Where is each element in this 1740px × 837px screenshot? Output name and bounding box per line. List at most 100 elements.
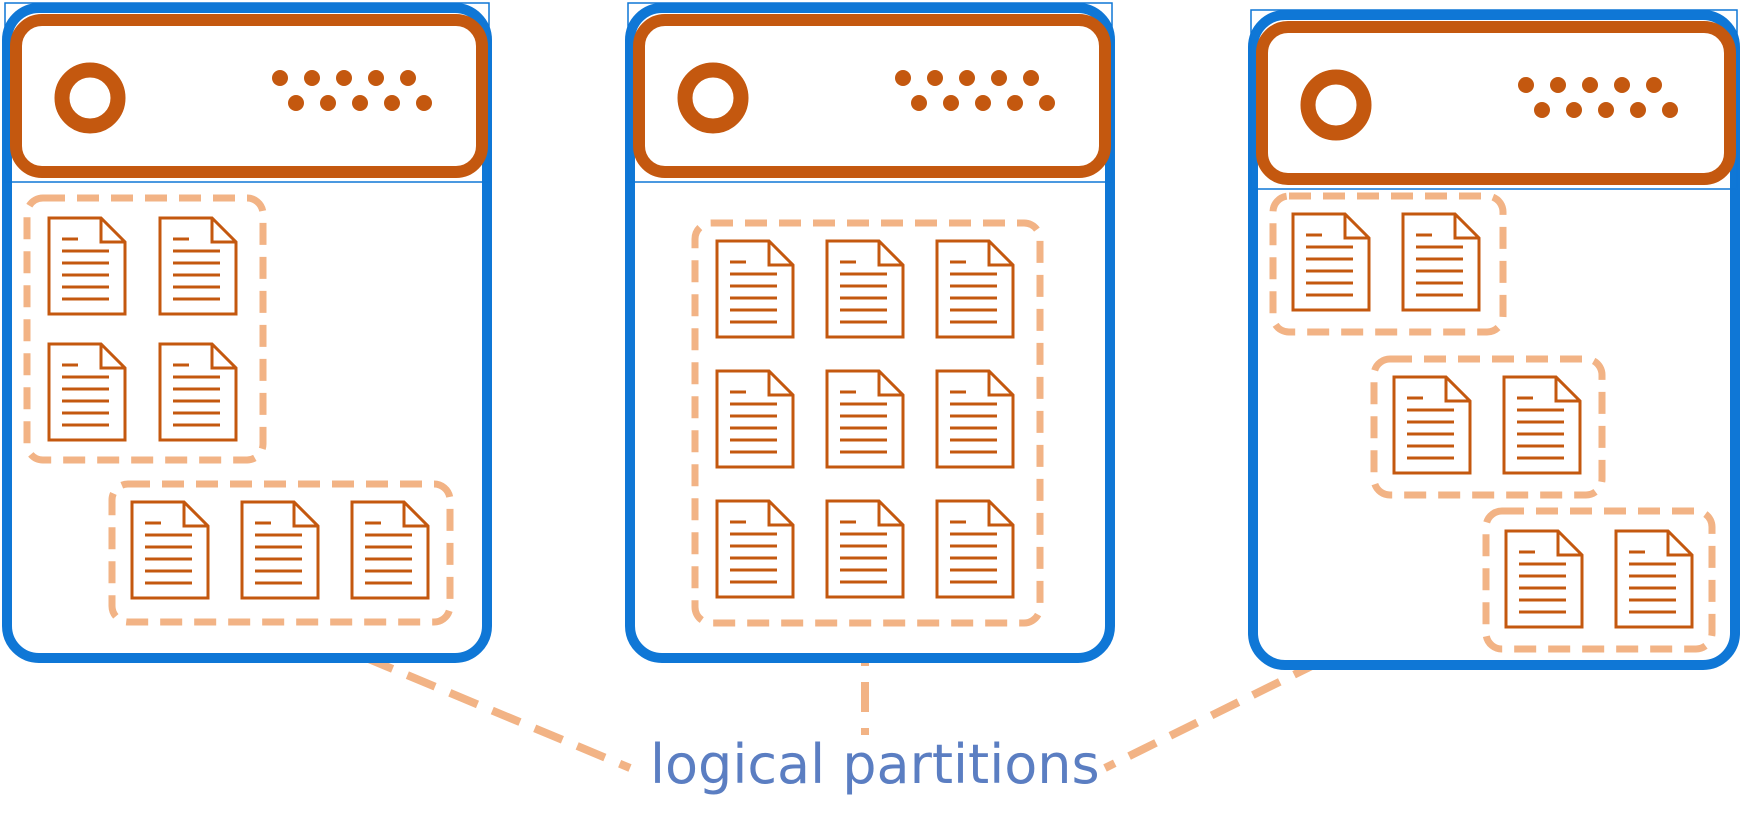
- logical-partition: [1370, 355, 1606, 499]
- vent-dot: [911, 95, 927, 111]
- document-fold: [210, 344, 236, 370]
- vent-dot: [304, 70, 320, 86]
- server-left: [2, 2, 492, 663]
- power-button-icon: [54, 62, 126, 134]
- document-fold: [292, 502, 318, 528]
- vent-dot: [416, 95, 432, 111]
- document-fold: [1554, 377, 1580, 403]
- partition-boundary: [1482, 507, 1716, 653]
- vent-dot: [288, 95, 304, 111]
- document-fold: [767, 371, 793, 397]
- document-icon: [1291, 212, 1371, 312]
- server-device-icon: [633, 14, 1111, 178]
- document-icon: [1401, 212, 1481, 312]
- server-middle: [625, 2, 1115, 663]
- document-fold: [99, 344, 125, 370]
- document-icon: [1504, 529, 1584, 629]
- vent-dot: [1646, 77, 1662, 93]
- document-icon: [1392, 375, 1472, 475]
- document-icon: [935, 499, 1015, 599]
- document-fold: [877, 241, 903, 267]
- document-icon: [825, 499, 905, 599]
- server-header-frame: [627, 2, 1113, 183]
- document-icon: [715, 369, 795, 469]
- partition-boundary: [23, 194, 267, 464]
- vent-dot: [1023, 70, 1039, 86]
- document-fold: [1666, 531, 1692, 557]
- vent-dot: [895, 70, 911, 86]
- device-panel-frame: [633, 14, 1111, 178]
- document-icon: [350, 500, 430, 600]
- vent-dots-icon: [272, 70, 432, 111]
- vent-dot: [368, 70, 384, 86]
- partition-boundary: [691, 219, 1044, 627]
- server-right: [1248, 9, 1740, 670]
- vent-dot: [1630, 102, 1646, 118]
- logical-partition: [108, 480, 454, 626]
- document-fold: [1453, 214, 1479, 240]
- document-icon: [715, 239, 795, 339]
- document-fold: [987, 241, 1013, 267]
- server-device-icon: [10, 14, 488, 178]
- vent-dot: [336, 70, 352, 86]
- vent-dot: [1550, 77, 1566, 93]
- document-icon: [825, 239, 905, 339]
- vent-dots-icon: [1518, 77, 1678, 118]
- vent-dot: [991, 70, 1007, 86]
- vent-dot: [927, 70, 943, 86]
- server-header-frame: [4, 2, 490, 183]
- caption-logical-partitions: logical partitions: [650, 733, 1100, 796]
- logical-partition: [1482, 507, 1716, 653]
- document-fold: [1444, 377, 1470, 403]
- vent-dot: [943, 95, 959, 111]
- vent-dot: [384, 95, 400, 111]
- document-fold: [402, 502, 428, 528]
- vent-dot: [1582, 77, 1598, 93]
- document-fold: [1556, 531, 1582, 557]
- vent-dot: [1007, 95, 1023, 111]
- document-fold: [877, 371, 903, 397]
- document-icon: [935, 369, 1015, 469]
- document-icon: [1614, 529, 1694, 629]
- server-header-frame: [1250, 9, 1738, 190]
- document-fold: [1343, 214, 1369, 240]
- partition-boundary: [1370, 355, 1606, 499]
- server-device-icon: [1256, 21, 1736, 185]
- document-fold: [767, 241, 793, 267]
- document-fold: [99, 218, 125, 244]
- vent-dot: [352, 95, 368, 111]
- document-fold: [987, 371, 1013, 397]
- vent-dot: [1039, 95, 1055, 111]
- partition-boundary: [1269, 192, 1507, 336]
- document-icon: [158, 342, 238, 442]
- document-fold: [877, 501, 903, 527]
- vent-dot: [1662, 102, 1678, 118]
- vent-dot: [1598, 102, 1614, 118]
- document-fold: [987, 501, 1013, 527]
- logical-partition: [23, 194, 267, 464]
- document-fold: [210, 218, 236, 244]
- logical-partition: [691, 219, 1044, 627]
- power-button-icon: [677, 62, 749, 134]
- vent-dot: [1534, 102, 1550, 118]
- vent-dot: [975, 95, 991, 111]
- power-button-icon: [1300, 69, 1372, 141]
- document-fold: [182, 502, 208, 528]
- document-icon: [130, 500, 210, 600]
- vent-dot: [320, 95, 336, 111]
- vent-dot: [959, 70, 975, 86]
- vent-dots-icon: [895, 70, 1055, 111]
- document-icon: [158, 216, 238, 316]
- vent-dot: [272, 70, 288, 86]
- document-icon: [1502, 375, 1582, 475]
- device-panel-frame: [1256, 21, 1736, 185]
- document-icon: [240, 500, 320, 600]
- document-icon: [47, 342, 127, 442]
- vent-dot: [1566, 102, 1582, 118]
- document-icon: [825, 369, 905, 469]
- vent-dot: [1518, 77, 1534, 93]
- partition-boundary: [108, 480, 454, 626]
- document-icon: [715, 499, 795, 599]
- document-fold: [767, 501, 793, 527]
